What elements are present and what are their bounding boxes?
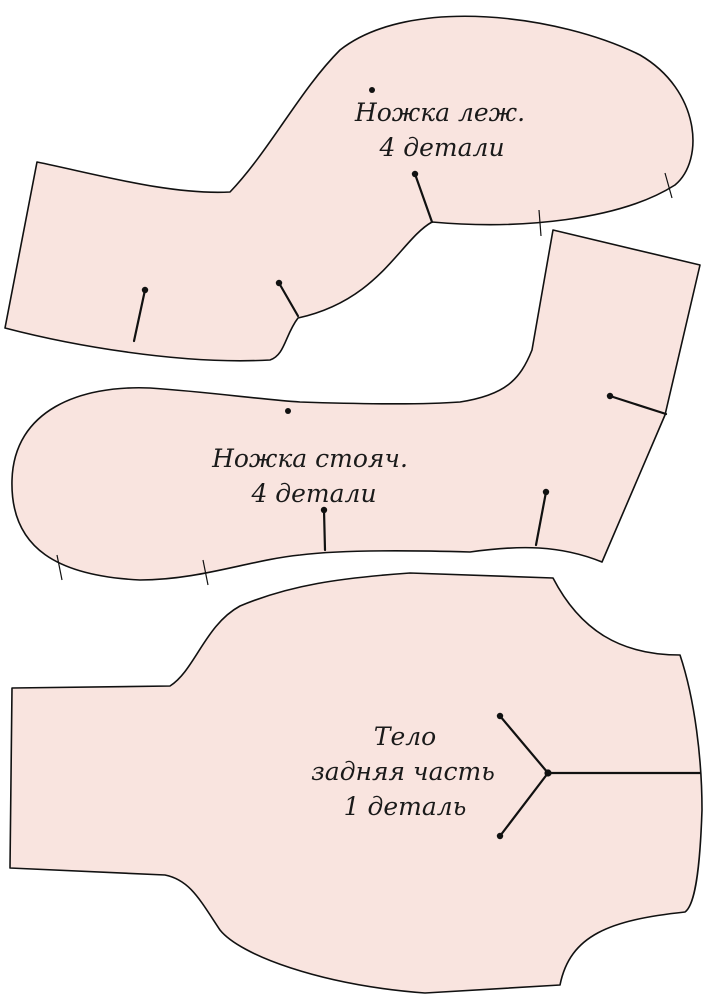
leg-lying-outline — [4, 15, 694, 362]
leg-standing-notch-2 — [56, 554, 63, 581]
leg-standing-mark-heel — [534, 490, 548, 547]
leg-lying-notch-1 — [538, 209, 542, 237]
leg-lying-mark-left — [132, 288, 147, 343]
leg-standing-count: 4 детали — [250, 479, 376, 508]
leg-lying-dot-1 — [369, 87, 375, 93]
leg-lying-count: 4 детали — [378, 133, 504, 162]
leg-standing-mark-right — [608, 394, 668, 416]
pattern-piece-body-back: Тело задняя часть 1 деталь — [9, 572, 703, 994]
leg-lying-dot-4 — [141, 286, 149, 294]
leg-standing-dot-1 — [285, 408, 291, 414]
body-back-dot-3 — [496, 832, 504, 840]
leg-standing-outline — [11, 229, 701, 581]
leg-lying-dot-3 — [275, 279, 283, 287]
leg-standing-notch-1 — [202, 559, 209, 586]
pattern-piece-leg-standing: Ножка стояч. 4 детали — [11, 229, 701, 586]
leg-standing-name: Ножка стояч. — [211, 444, 408, 473]
leg-standing-dot-3 — [542, 488, 550, 496]
body-back-outline — [9, 572, 703, 994]
body-back-dot-1 — [496, 712, 504, 720]
body-back-name-2: задняя часть — [311, 757, 495, 786]
leg-lying-name: Ножка леж. — [354, 98, 525, 127]
leg-standing-mark-center — [322, 508, 327, 552]
body-back-mark-upper — [498, 714, 550, 775]
leg-lying-notch-2 — [664, 172, 673, 199]
leg-lying-dot-2 — [411, 170, 419, 178]
leg-standing-dot-2 — [606, 392, 614, 400]
pattern-piece-leg-lying: Ножка леж. 4 детали — [4, 15, 694, 362]
body-back-mark-lower — [498, 771, 550, 838]
leg-lying-mark-upper — [413, 172, 434, 224]
body-back-dot-2 — [544, 769, 552, 777]
leg-standing-dot-4 — [320, 506, 328, 514]
leg-lying-mark-ankle — [277, 281, 300, 318]
body-back-name: Тело — [374, 722, 436, 751]
body-back-count: 1 деталь — [344, 792, 467, 821]
